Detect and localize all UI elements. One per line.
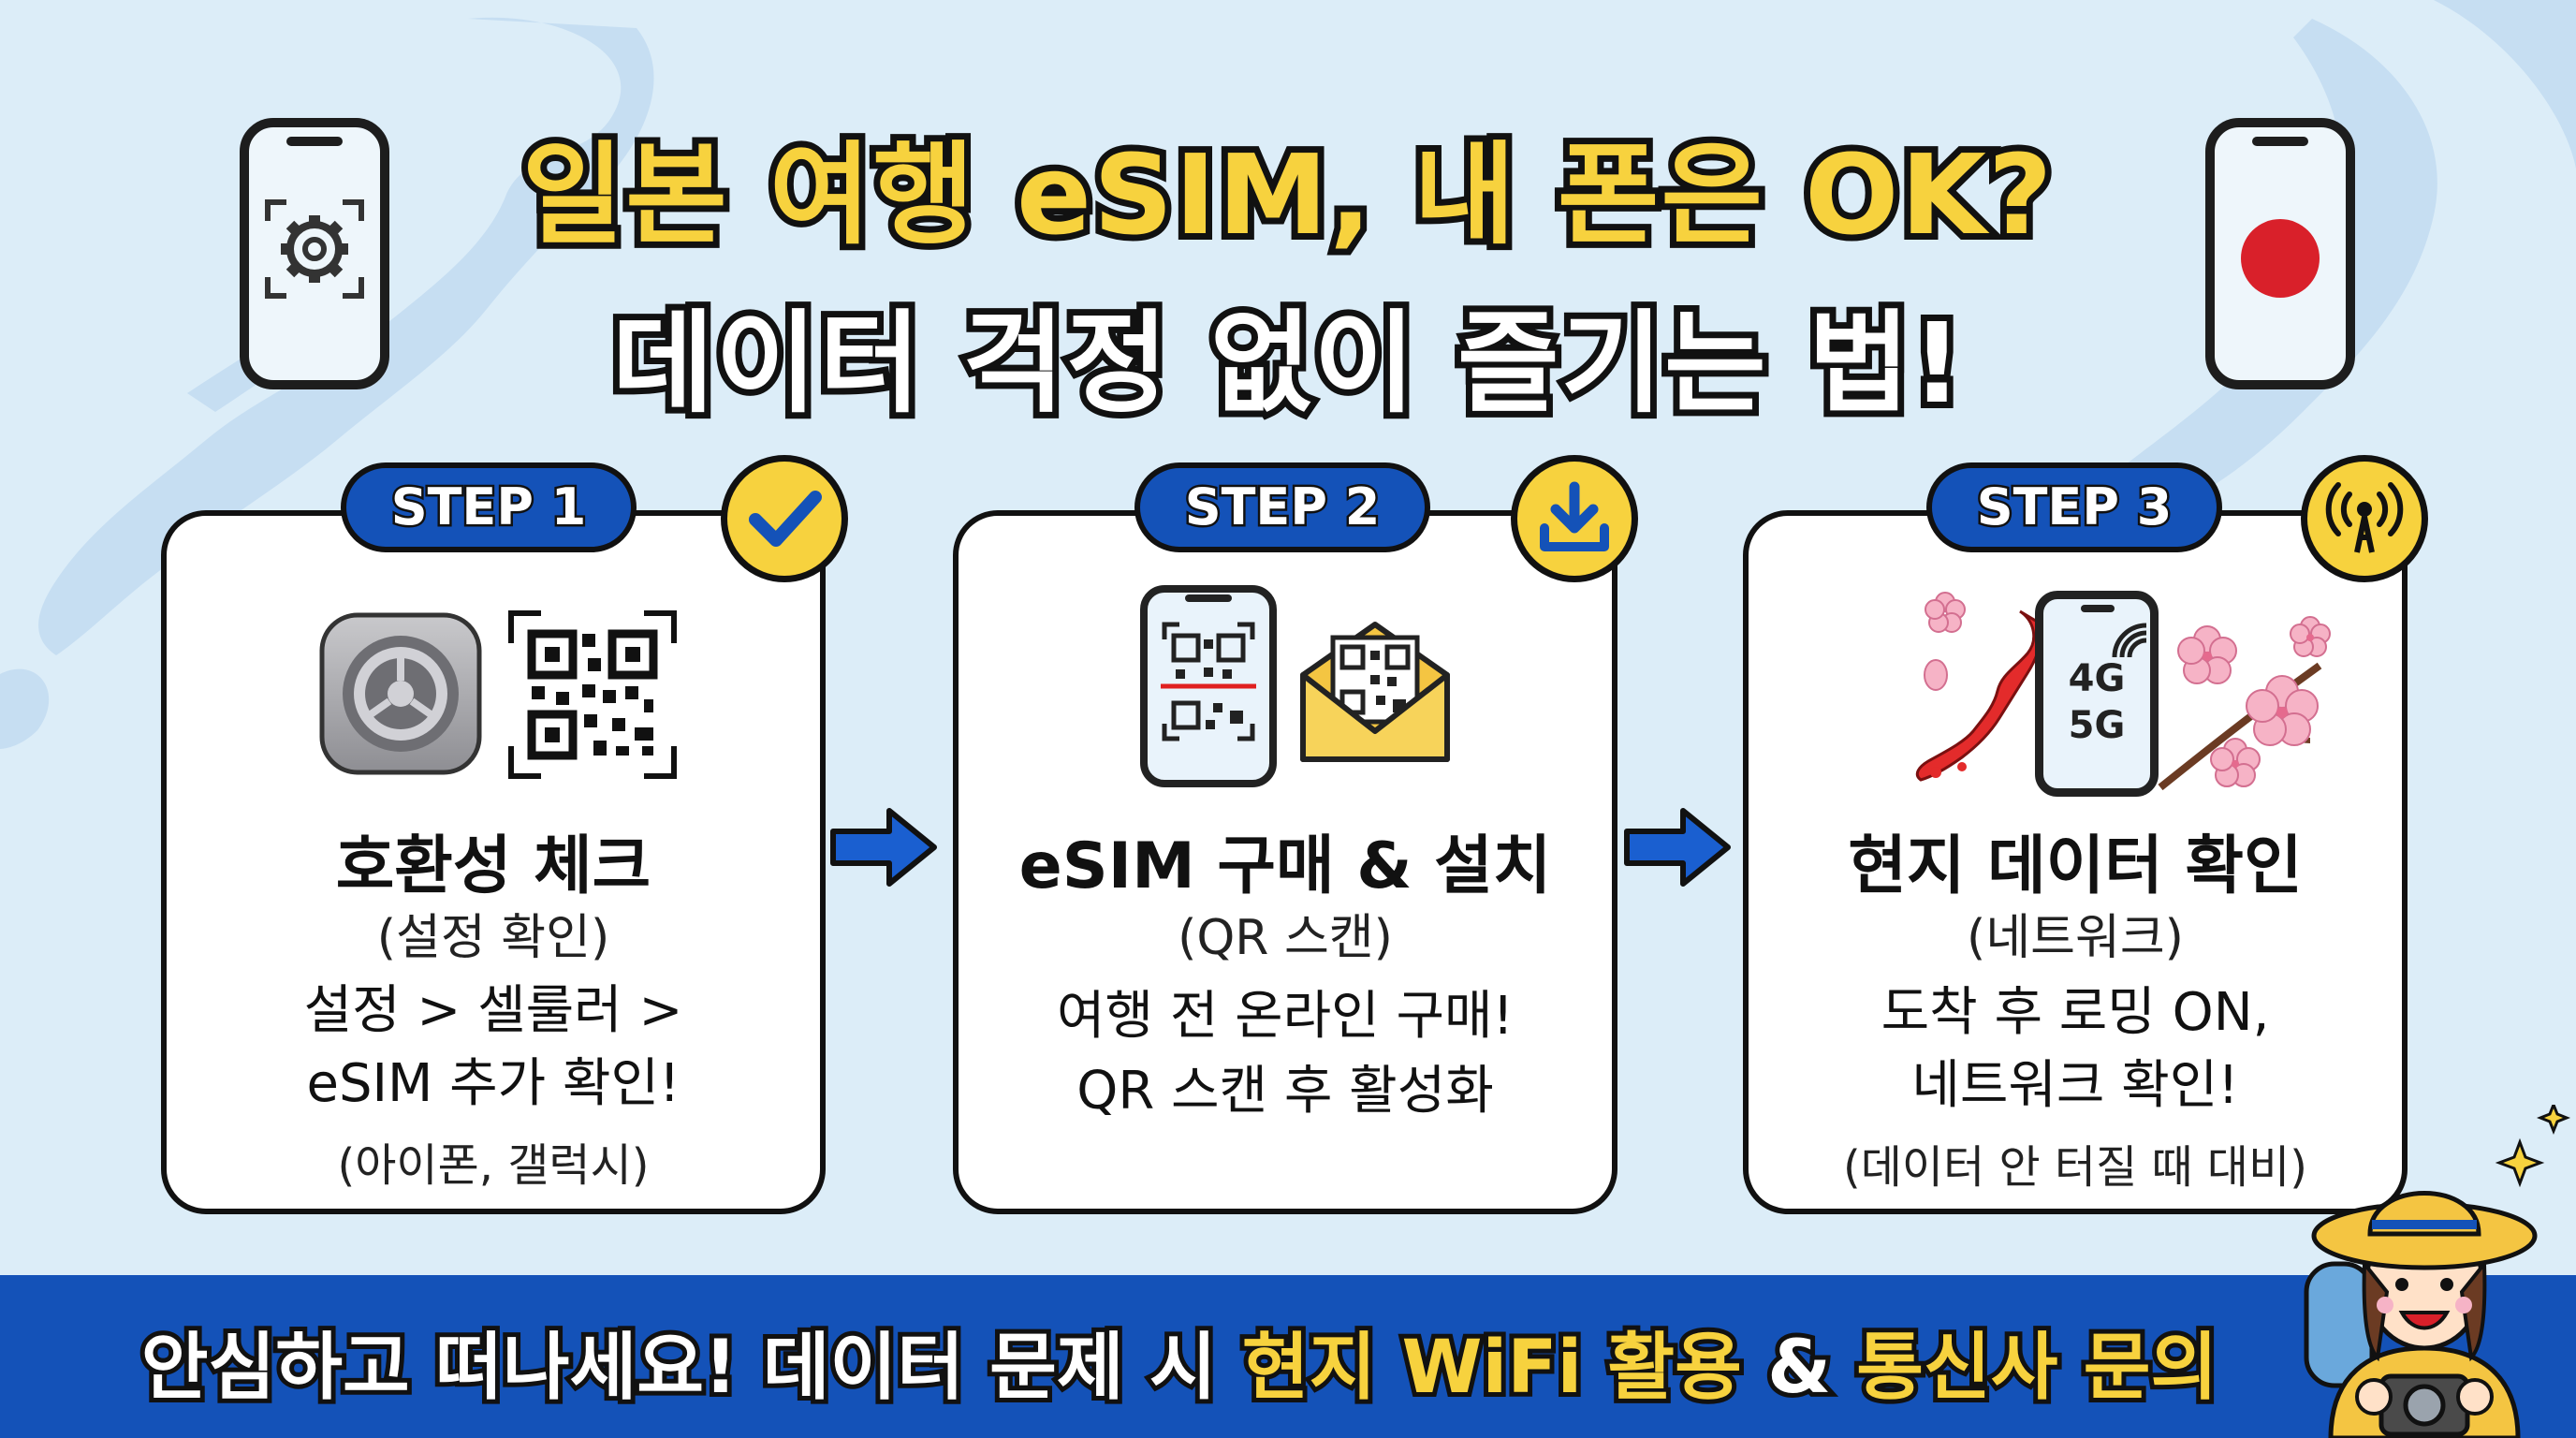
step3-badge xyxy=(2301,455,2428,582)
step1-title: 호환성 체크 xyxy=(335,829,651,903)
step1-subtitle: (설정 확인) xyxy=(376,910,610,966)
settings-gear-icon xyxy=(265,199,364,299)
step1-badge xyxy=(721,455,848,582)
step3-body-line2: 네트워크 확인! xyxy=(1911,1055,2239,1116)
wifi-signal-icon xyxy=(2112,623,2147,658)
step1-card: 호환성 체크 (설정 확인) 설정 > 셀룰러 > eSIM 추가 확인! (아… xyxy=(161,510,826,1214)
step2-body-line2: QR 스캔 후 활성화 xyxy=(1076,1061,1494,1122)
phone-qr-scan-icon xyxy=(1140,585,1277,787)
japan-map-icon xyxy=(1915,609,2042,782)
bottom-message-part1: 안심하고 떠나세요! 데이터 문제 시 xyxy=(137,1321,1242,1415)
bottom-message: 안심하고 떠나세요! 데이터 문제 시 현지 WiFi 활용 & 통신사 문의 xyxy=(0,1309,2359,1415)
step3-subtitle: (네트워크) xyxy=(1967,910,2184,966)
network-5g-label: 5G xyxy=(2068,704,2126,747)
check-icon xyxy=(749,491,822,547)
network-4g-label: 4G xyxy=(2068,657,2126,700)
step1-label: STEP 1 xyxy=(341,462,637,552)
cherry-petal-icon xyxy=(1924,592,1966,691)
page-title-line2: 데이터 걱정 없이 즐기는 법! xyxy=(606,292,1969,434)
japan-flag-phone-illustration xyxy=(2205,118,2355,389)
step3-body-line1: 도착 후 로밍 ON, xyxy=(1881,982,2270,1043)
settings-app-icon xyxy=(319,612,482,775)
step3-note: (데이터 안 터질 때 대비) xyxy=(1843,1141,2307,1194)
arrow-right-icon xyxy=(1624,808,1731,887)
phone-network-icon: 4G 5G xyxy=(2035,591,2159,797)
signal-broadcast-icon xyxy=(2325,482,2404,553)
step2-subtitle: (QR 스캔) xyxy=(1178,910,1393,966)
step2-title: eSIM 구매 & 설치 xyxy=(1018,829,1552,903)
step3-label: STEP 3 xyxy=(1926,462,2222,552)
step3-title: 현지 데이터 확인 xyxy=(1848,829,2303,903)
settings-phone-illustration xyxy=(240,118,389,389)
step2-body-line1: 여행 전 온라인 구매! xyxy=(1056,986,1514,1047)
download-icon xyxy=(1540,481,1609,551)
step1-body-line1: 설정 > 셀룰러 > xyxy=(303,980,683,1041)
step1-body-line2: eSIM 추가 확인! xyxy=(306,1053,681,1114)
step1-note: (아이폰, 갤럭시) xyxy=(337,1139,650,1192)
step3-card: 4G 5G 현지 데이터 확인 (네트워크) 도착 후 로밍 ON, 네트워크 … xyxy=(1743,510,2408,1214)
step2-card: eSIM 구매 & 설치 (QR 스캔) 여행 전 온라인 구매! QR 스캔 … xyxy=(953,510,1617,1214)
bottom-highlight-carrier: 통신사 문의 xyxy=(1852,1321,2222,1415)
step2-label: STEP 2 xyxy=(1134,462,1430,552)
step2-badge xyxy=(1511,455,1638,582)
envelope-qr-icon xyxy=(1300,622,1450,762)
bottom-message-part2: & xyxy=(1741,1321,1857,1415)
bottom-banner xyxy=(0,1275,2576,1438)
traveler-character-illustration xyxy=(2304,1105,2571,1438)
japan-flag-icon xyxy=(2241,219,2320,298)
page-title-line1: 일본 여행 eSIM, 내 폰은 OK? xyxy=(516,124,2059,266)
qr-code-icon xyxy=(508,610,677,779)
cherry-blossom-icon xyxy=(2158,616,2331,791)
arrow-right-icon xyxy=(830,808,937,887)
bottom-highlight-wifi: 현지 WiFi 활용 xyxy=(1237,1321,1747,1415)
